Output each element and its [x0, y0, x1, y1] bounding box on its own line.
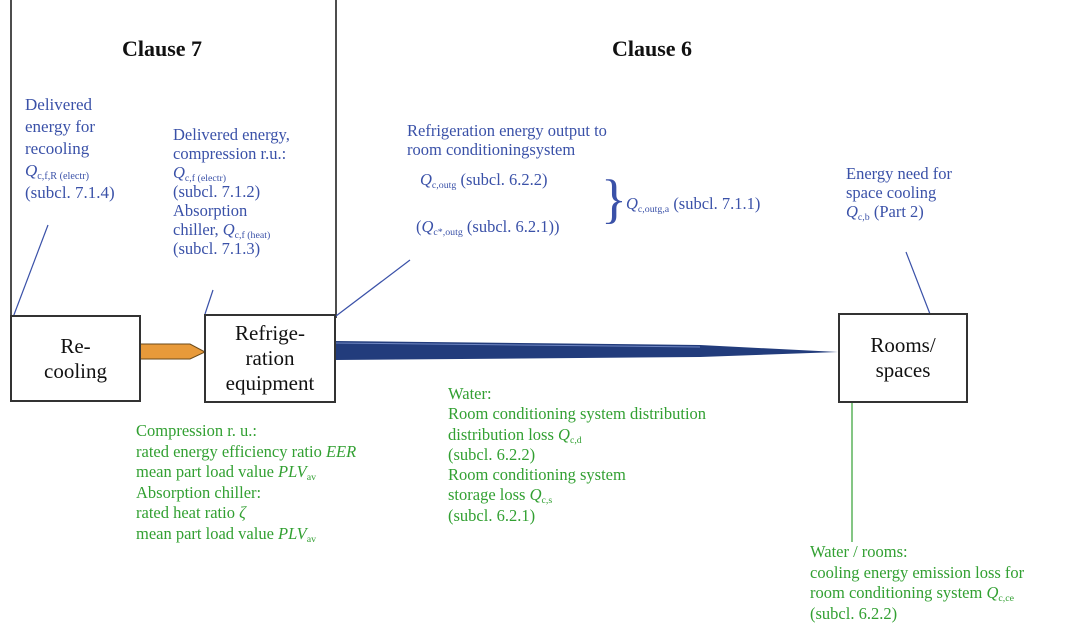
- absorption-zeta: rated heat ratio ζ: [136, 503, 246, 522]
- compression-plv: mean part load value PLVav: [136, 462, 317, 483]
- leader-need: [905, 251, 931, 315]
- delivered-quantity: Qc,f (electr): [173, 163, 227, 184]
- output-energy-label: Refrigeration energy output to room cond…: [407, 121, 607, 159]
- refrigeration-box: Refrige- ration equipment: [204, 314, 336, 403]
- absorption-line1: Absorption chiller:: [136, 482, 262, 502]
- compression-line1: Compression r. u.:: [136, 421, 258, 440]
- leader-output: [335, 259, 411, 317]
- recooling-flow-arrow: [139, 343, 207, 360]
- leader-recool: [11, 224, 49, 321]
- delivered-line2: compression r.u.:: [173, 144, 287, 163]
- recool-label-ref: (subcl. 7.1.4): [25, 183, 115, 202]
- water-distribution-loss: distribution loss Qc,d: [448, 424, 582, 446]
- output-total-quantity: Qc,outg,a (subcl. 7.1.1): [626, 194, 761, 215]
- compression-label: Compression r. u.: rated energy efficien…: [136, 421, 356, 544]
- energy-need-label: Energy need for space cooling Qc,b (Part…: [846, 164, 952, 223]
- compression-eer: rated energy efficiency ratio EER: [136, 441, 357, 461]
- delivered-ref2: (subcl. 7.1.3): [173, 239, 261, 258]
- delivered-ref1: (subcl. 7.1.2): [173, 182, 261, 201]
- recool-label-line3: recooling: [25, 139, 90, 158]
- refrigeration-box-line1: Refrige-: [235, 321, 305, 345]
- output-line1: Refrigeration energy output to: [407, 121, 607, 140]
- emission-ref: (subcl. 6.2.2): [810, 603, 898, 623]
- water-storage-loss: storage loss Qc,s: [448, 485, 553, 507]
- need-line1: Energy need for: [846, 164, 952, 183]
- output-quantity-2: (Qc*,outg (subcl. 6.2.1)): [416, 217, 560, 238]
- recooling-box-line2: cooling: [44, 358, 107, 383]
- water-line1: Water:: [448, 384, 492, 403]
- water-flow-arrow: [334, 341, 838, 360]
- recooling-box-line1: Re-: [60, 333, 91, 358]
- emission-quantity: room conditioning system Qc,ce: [810, 583, 1014, 604]
- recool-label-line1: Delivered: [25, 95, 93, 114]
- output-line2: room conditioningsystem: [407, 140, 576, 159]
- recool-label-quantity: Qc,f,R (electr): [25, 161, 90, 182]
- output-quantity-1: Qc,outg (subcl. 6.2.2): [420, 170, 548, 191]
- emission-label: Water / rooms: cooling energy emission l…: [810, 542, 1024, 624]
- clause-6-heading: Clause 6: [612, 36, 693, 61]
- delivered-line1: Delivered energy,: [173, 125, 290, 144]
- water-line5: Room conditioning system: [448, 465, 626, 485]
- water-line2: Room conditioning system distribution: [448, 404, 707, 424]
- recooling-box: Re- cooling: [10, 315, 141, 402]
- output-brace: }: [601, 169, 627, 229]
- recool-label-line2: energy for: [25, 117, 96, 136]
- clause-7-heading: Clause 7: [122, 36, 203, 61]
- absorption-plv: mean part load value PLVav: [136, 523, 317, 545]
- water-distribution-label: Water: Room conditioning system distribu…: [448, 384, 706, 526]
- need-quantity: Qc,b (Part 2): [846, 202, 924, 223]
- emission-line2: cooling energy emission loss for: [810, 562, 1025, 582]
- emission-line1: Water / rooms:: [810, 542, 908, 561]
- need-line2: space cooling: [846, 183, 937, 202]
- leader-delivered: [204, 289, 214, 315]
- water-ref2: (subcl. 6.2.1): [448, 505, 536, 525]
- water-ref1: (subcl. 6.2.2): [448, 444, 536, 464]
- refrigeration-box-line2: ration: [245, 346, 295, 370]
- delivered-energy-label: Delivered energy, compression r.u.: Qc,f…: [173, 125, 290, 258]
- recool-energy-label: Delivered energy for recooling Qc,f,R (e…: [25, 94, 115, 204]
- rooms-box-line2: spaces: [875, 358, 931, 382]
- rooms-box-line1: Rooms/: [870, 333, 936, 357]
- delivered-line4: chiller, Qc,f (heat): [173, 220, 271, 241]
- rooms-box: Rooms/ spaces: [838, 313, 968, 403]
- refrigeration-box-line3: equipment: [225, 371, 315, 395]
- delivered-line3: Absorption: [173, 201, 248, 220]
